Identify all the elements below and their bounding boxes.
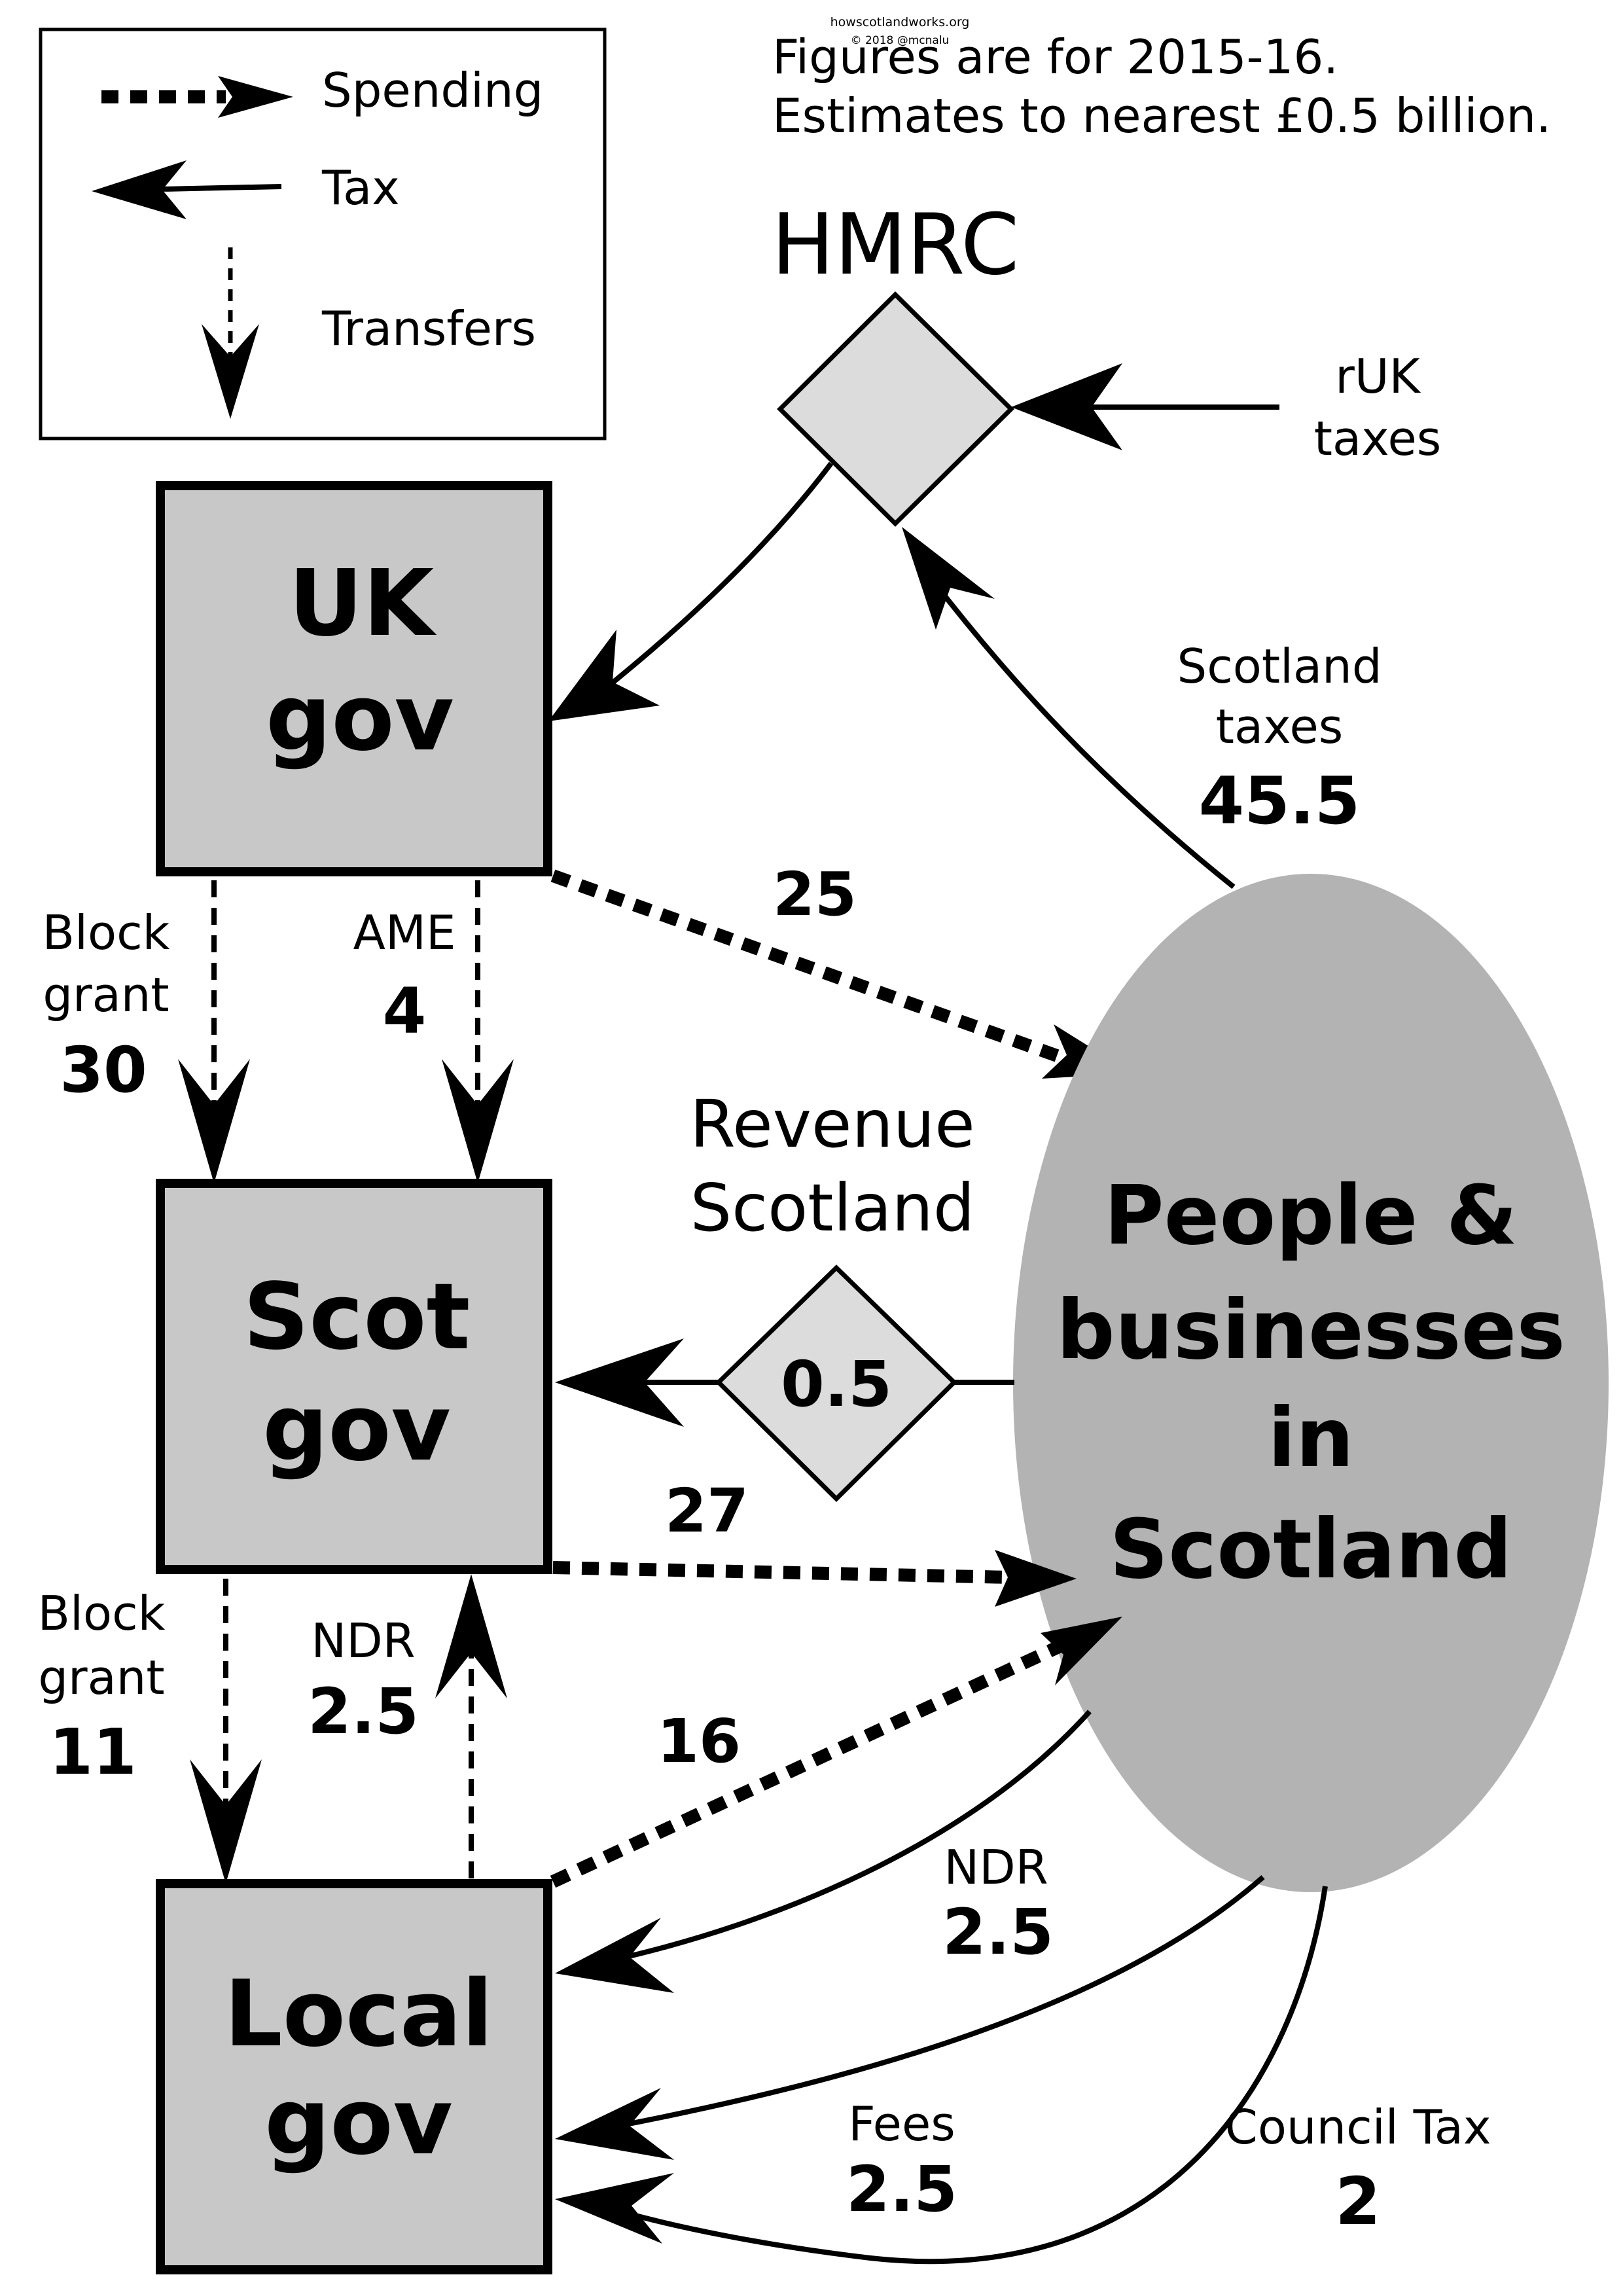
people-fees-value: 2.5 [846,2153,957,2226]
uk-spending-value: 25 [773,859,857,929]
scot-gov-box [156,1179,552,1574]
uk-block-grant-label-line-1: Block [43,905,170,960]
people-label-line-1: People & [1104,1168,1518,1263]
ruk-taxes-label: rUK taxes [1314,349,1442,466]
legend-tax-arrow [92,160,282,219]
credit-site: howscotlandworks.org [830,15,970,29]
hmrc-title: HMRC [772,196,1020,294]
uk-block-grant-value: 30 [60,1033,147,1107]
local-gov-box [156,1879,552,2274]
scotland-taxes-arrow [902,527,1236,889]
people-fees-arrow [555,1874,1265,2160]
ame-label: AME [353,905,456,960]
uk-gov-box [156,481,552,876]
people-ndr-arrow [555,1710,1092,1993]
revenue-scotland-to-scot-gov-arrow [555,1338,719,1427]
note-line-1: Figures are for 2015-16. [772,29,1338,84]
ruk-taxes-line-2: taxes [1314,411,1442,466]
scot-block-grant-arrow [190,1579,262,1884]
scot-block-grant-value: 11 [49,1715,137,1789]
revenue-scotland-label-line-2: Scotland [690,1170,975,1246]
legend: Spending Tax Transfers [39,27,607,440]
revenue-scotland-label-line-1: Revenue [690,1086,975,1162]
people-label-line-3: in [1268,1391,1354,1486]
local-ndr-to-scot-gov-arrow [435,1574,507,1878]
local-spending-value: 16 [657,1706,741,1776]
scot-spending-value: 27 [665,1476,749,1546]
local-ndr-value: 2.5 [308,1675,419,1748]
legend-tax-label: Tax [321,160,400,215]
uk-gov-label-line-2: gov [266,665,454,772]
scot-spending-arrow [552,1550,1077,1607]
people-businesses-ellipse [1013,874,1609,1892]
ruk-taxes-line-1: rUK [1335,349,1421,404]
people-label-line-2: businesses [1056,1283,1565,1378]
hmrc-to-uk-gov-arrow [548,461,834,721]
scot-gov-label-line-2: gov [262,1375,451,1482]
people-council-tax-label: Council Tax [1225,2100,1491,2155]
ruk-taxes-arrow [1011,363,1279,450]
scot-block-grant-label-line-1: Block [38,1586,166,1641]
uk-block-grant-label-line-2: grant [43,967,169,1022]
local-spending-arrow [550,1617,1122,1888]
uk-gov-label-line-1: UK [289,550,437,657]
scotland-taxes-label-line-2: taxes [1216,699,1344,754]
uk-block-grant-arrow [178,880,250,1183]
legend-spending-label: Spending [322,63,543,118]
scot-gov-label-line-1: Scot [243,1264,471,1371]
revenue-scotland-diamond [715,1265,957,1502]
credit-copyright: © 2018 @mcnalu [851,34,950,47]
people-label-line-4: Scotland [1109,1502,1512,1597]
legend-spending-arrow [101,76,293,118]
revenue-scotland-value: 0.5 [781,1348,892,1421]
scotland-taxes-label-line-1: Scotland [1177,639,1382,694]
scot-block-grant-label-line-2: grant [38,1650,164,1705]
ame-arrow [442,880,514,1183]
hmrc-diamond [777,291,1014,527]
note-line-2: Estimates to nearest £0.5 billion. [772,88,1551,143]
people-ndr-label: NDR [944,1840,1048,1895]
people-council-tax-value: 2 [1335,2163,1381,2240]
scotland-taxes-value: 45.5 [1199,762,1361,839]
legend-transfers-arrow [202,247,259,419]
legend-transfers-label: Transfers [321,301,536,356]
people-fees-label: Fees [848,2096,955,2151]
people-council-tax-arrow [555,1886,1328,2265]
local-ndr-label: NDR [311,1613,415,1668]
ame-value: 4 [383,975,427,1048]
people-ndr-value: 2.5 [942,1895,1054,1969]
local-gov-label-line-1: Local [224,1961,493,2068]
local-gov-label-line-2: gov [264,2069,453,2176]
